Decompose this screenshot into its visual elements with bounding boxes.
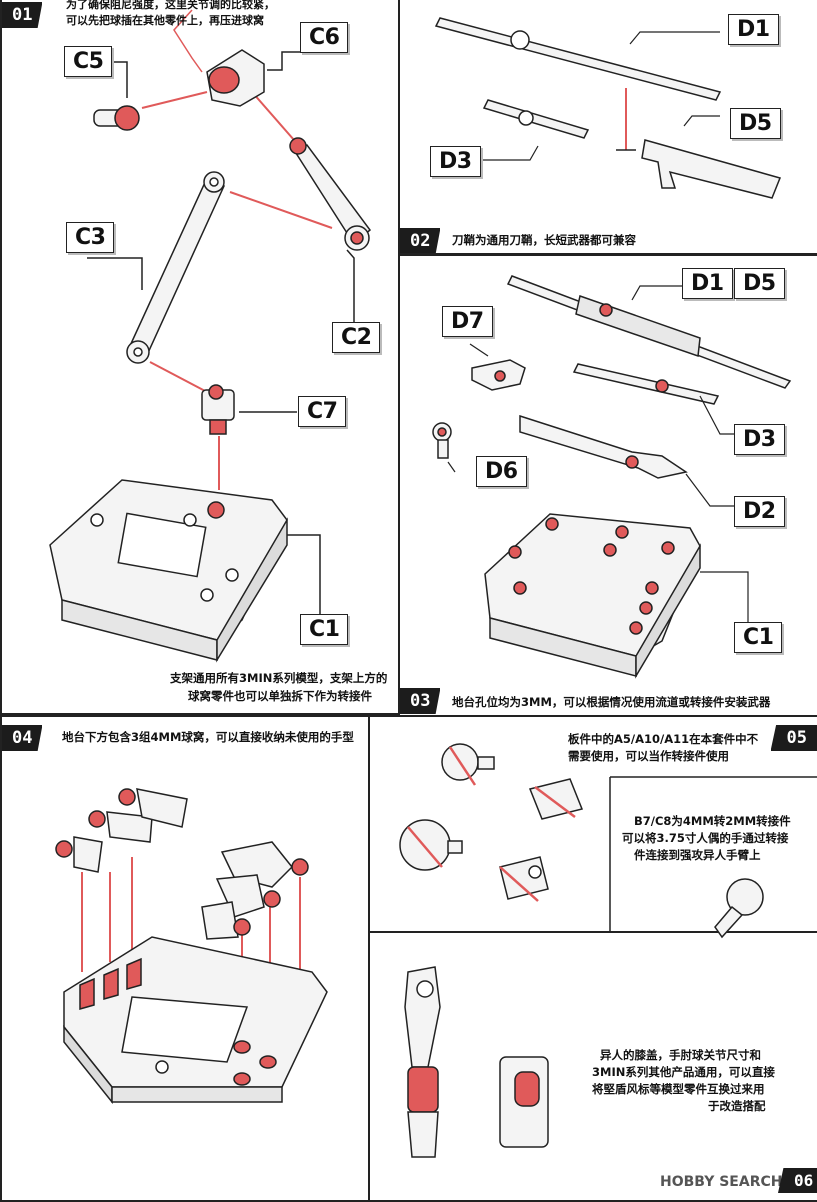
label-c7: C7 [298,396,347,427]
step-05-note-2: 需要使用，可以当作转接件使用 [568,749,729,763]
step-01-bottom-note-2: 球窝零件也可以单独拆下作为转接件 [188,689,372,703]
knee-joint-part [404,966,441,1158]
part-d1 [434,17,722,101]
step-05-illustration [370,743,817,1158]
label-c1: C1 [734,622,783,653]
hobby-search-watermark: HOBBY SEARCH [660,1174,783,1190]
page-number: 06 [778,1168,817,1193]
step-03-panel: D1 D5 D7 D3 D6 D2 C1 03 地台孔位均为3MM，可以根据情况… [398,254,817,717]
part-d5 [641,139,782,199]
label-c2: C2 [332,322,381,353]
adapter-note-2: 可以将3.75寸人偶的手通过转接 [622,831,789,845]
part-c2 [289,137,372,251]
elbow-joint-part [499,1056,549,1148]
part-c1-base [484,513,701,679]
step-02-panel: D1 D5 D3 02 刀鞘为通用刀鞘，长短武器都可兼容 [398,0,817,255]
part-c1-base [49,479,288,663]
part-d2 [519,414,688,479]
part-d6 [432,422,452,459]
label-d5: D5 [734,268,785,299]
step-04-number: 04 [2,725,43,751]
label-d1: D1 [728,14,779,45]
step-01-top-note-1: 为了确保阻尼强度，这里关节调的比较紧， [66,0,275,11]
knee-note-2: 3MIN系列其他产品通用，可以直接 [592,1065,775,1079]
label-d2: D2 [734,496,785,527]
step-05-panel: 05 板件中的A5/A10/A11在本套件中不 需要使用，可以当作转接件使用 B… [368,715,817,1202]
step-04-illustration [55,788,328,1105]
step-02-note: 刀鞘为通用刀鞘，长短武器都可兼容 [452,233,636,247]
step-04-panel: 04 地台下方包含3组4MM球窝，可以直接收纳未使用的手型 [0,715,370,1202]
step-02-number: 02 [400,228,441,253]
part-d3 [572,363,720,405]
label-d3: D3 [430,146,481,177]
step-01-panel: 01 为了确保阻尼强度，这里关节调的比较紧， 可以先把球插在其他零件上，再压进球… [0,0,400,715]
label-c5: C5 [64,46,113,77]
part-c5 [93,105,140,131]
step-01-top-note-2: 可以先把球插在其他零件上，再压进球窝 [66,14,264,27]
hand-parts [55,788,309,940]
step-01-illustration [49,9,372,663]
part-c3 [126,171,225,364]
step-05-note-1: 板件中的A5/A10/A11在本套件中不 [568,732,759,746]
adapter-note-1: B7/C8为4MM转2MM转接件 [634,814,791,828]
step-05-number: 05 [770,725,817,751]
part-d3 [482,99,590,139]
knee-note-3: 将堅盾风标等模型零件互换过来用 [592,1082,765,1096]
part-c6 [206,49,265,107]
step-02-illustration [434,17,782,199]
label-d1: D1 [682,268,733,299]
label-d6: D6 [476,456,527,487]
adapter-part-b7-c8 [714,878,764,939]
knee-note-1: 异人的膝盖，手肘球关节尺寸和 [600,1048,761,1062]
knee-note-4: 于改造搭配 [708,1099,766,1113]
label-c3: C3 [66,222,115,253]
adapter-note-3: 件连接到强攻异人手臂上 [634,848,761,862]
step-03-note: 地台孔位均为3MM，可以根据情况使用流道或转接件安装武器 [452,695,771,709]
step-04-note: 地台下方包含3组4MM球窝，可以直接收纳未使用的手型 [62,730,354,744]
label-c6: C6 [300,22,349,53]
step-01-bottom-note-1: 支架通用所有3MIN系列模型，支架上方的 [170,671,388,685]
unused-parts [399,743,584,900]
label-d5: D5 [730,108,781,139]
step-03-number: 03 [400,688,441,714]
step-03-illustration [432,275,792,679]
label-d7: D7 [442,306,493,337]
part-c7 [201,384,235,435]
label-d3: D3 [734,424,785,455]
label-c1: C1 [300,614,349,645]
base-underside [63,936,328,1105]
step-01-number: 01 [2,2,43,28]
